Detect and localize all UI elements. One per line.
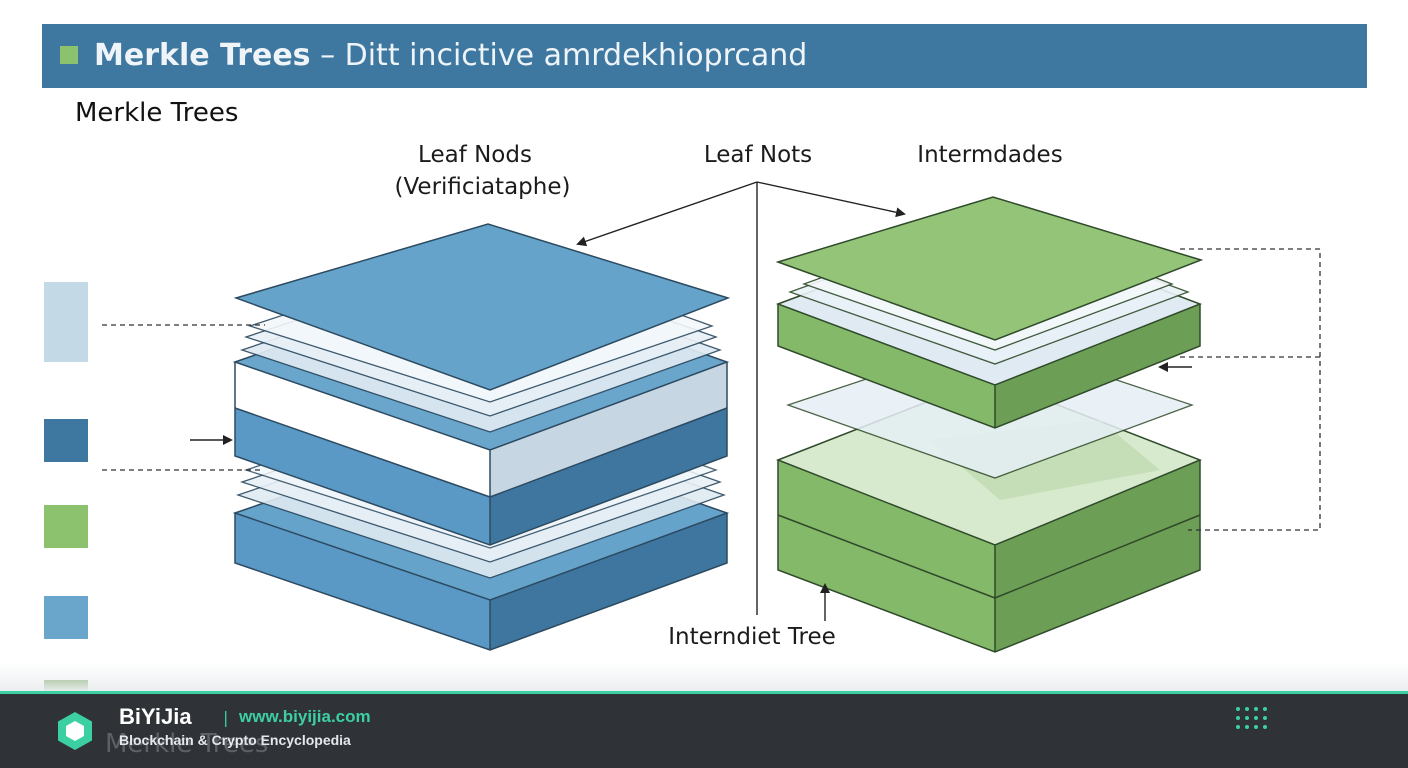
footer-bleed-text: Merkle Trees <box>105 729 269 759</box>
legend-swatch-mid-blue <box>44 596 88 639</box>
legend-swatch-green <box>44 505 88 548</box>
grid-dots-icon[interactable] <box>1236 707 1267 737</box>
header-square-icon <box>60 46 78 64</box>
connectors <box>190 181 1192 621</box>
label-intermdades: Intermdades <box>917 142 1063 168</box>
brand-separator: | <box>223 708 229 727</box>
hexagon-logo-icon[interactable] <box>56 711 94 751</box>
label-interndiet-tree: Interndiet Tree <box>668 624 836 650</box>
bottom-fade <box>0 662 1408 692</box>
dashed-guides <box>102 248 1321 531</box>
page-title-bold: Merkle Trees <box>94 38 311 73</box>
blue-stack <box>232 223 731 651</box>
footer-accent-line <box>0 691 1408 694</box>
page-title-rest: – Ditt incictive amrdekhioprcand <box>310 38 808 73</box>
brand-name[interactable]: BiYiJia <box>119 704 192 729</box>
legend-swatch-dark-blue <box>44 419 88 462</box>
subtitle: Merkle Trees <box>75 98 239 128</box>
brand-url-link[interactable]: www.biyijia.com <box>239 707 371 726</box>
header-bar: Merkle Trees – Ditt incictive amrdekhiop… <box>42 24 1367 88</box>
label-leaf-nods: Leaf Nods <box>418 142 532 168</box>
green-stack <box>775 196 1204 653</box>
brand-tagline: Blockchain & Crypto Encyclopedia <box>119 732 351 748</box>
legend-swatch-light-blue <box>44 282 88 362</box>
arrow-to-blue-top <box>576 181 758 247</box>
footer-bar: Merkle Trees BiYiJia | www.biyijia.com B… <box>0 691 1408 768</box>
label-verificiataphe: (Verificiataphe) <box>394 174 571 200</box>
arrow-to-green-top <box>756 181 906 218</box>
blue-top-sheet <box>233 223 731 391</box>
label-leaf-nots: Leaf Nots <box>703 142 813 168</box>
page-title: Merkle Trees – Ditt incictive amrdekhiop… <box>94 36 807 76</box>
merkle-diagram <box>102 181 1321 653</box>
green-top-sheet <box>775 196 1204 341</box>
